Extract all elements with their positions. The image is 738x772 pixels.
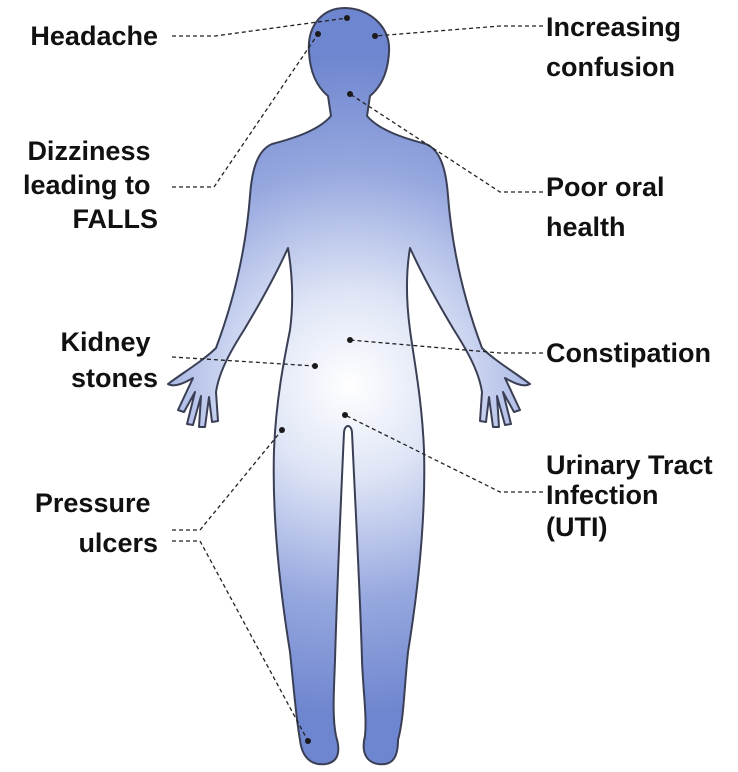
label-uti-line-1: Urinary Tract [546, 450, 713, 480]
label-dizziness: Dizziness leading to FALLS [23, 136, 158, 234]
label-uti: Urinary Tract Infection (UTI) [546, 450, 720, 542]
label-dizziness-line-1: Dizziness [27, 136, 150, 166]
label-dizziness-line-2: leading to [23, 170, 151, 200]
label-oral-health-line-1: Poor oral [546, 172, 665, 202]
body-silhouette [168, 8, 530, 764]
marker-confusion [372, 33, 378, 39]
label-uti-line-2: Infection [546, 480, 659, 510]
label-confusion-line-2: confusion [546, 52, 675, 82]
human-body-figure [168, 8, 530, 764]
label-pressure-ulcers: Pressure ulcers [35, 488, 158, 558]
label-dizziness-line-3: FALLS [73, 204, 159, 234]
label-oral-health: Poor oral health [546, 172, 672, 242]
label-constipation: Constipation [546, 338, 711, 368]
label-kidney-stones-line-2: stones [71, 363, 158, 393]
right-labels: Increasing confusion Poor oral health Co… [546, 12, 720, 542]
marker-headache [344, 15, 350, 21]
label-uti-line-3: (UTI) [546, 512, 607, 542]
label-confusion: Increasing confusion [546, 12, 689, 82]
marker-pressure-ulcer-hip [279, 427, 285, 433]
marker-constipation [347, 337, 353, 343]
marker-pressure-ulcer-heel [305, 738, 311, 744]
label-confusion-line-1: Increasing [546, 12, 681, 42]
label-oral-health-line-2: health [546, 212, 626, 242]
marker-dizziness [315, 31, 321, 37]
label-kidney-stones: Kidney stones [60, 327, 158, 393]
marker-uti [342, 412, 348, 418]
leader-line-pressure-ulcers-upper [172, 430, 282, 530]
label-headache: Headache [30, 21, 158, 51]
label-kidney-stones-line-1: Kidney [60, 327, 150, 357]
label-pressure-ulcers-line-2: ulcers [78, 528, 158, 558]
label-pressure-ulcers-line-1: Pressure [35, 488, 151, 518]
left-labels: Headache Dizziness leading to FALLS Kidn… [23, 21, 158, 558]
marker-kidney-stones [312, 363, 318, 369]
marker-oral-health [347, 91, 353, 97]
leader-line-confusion [375, 26, 543, 36]
